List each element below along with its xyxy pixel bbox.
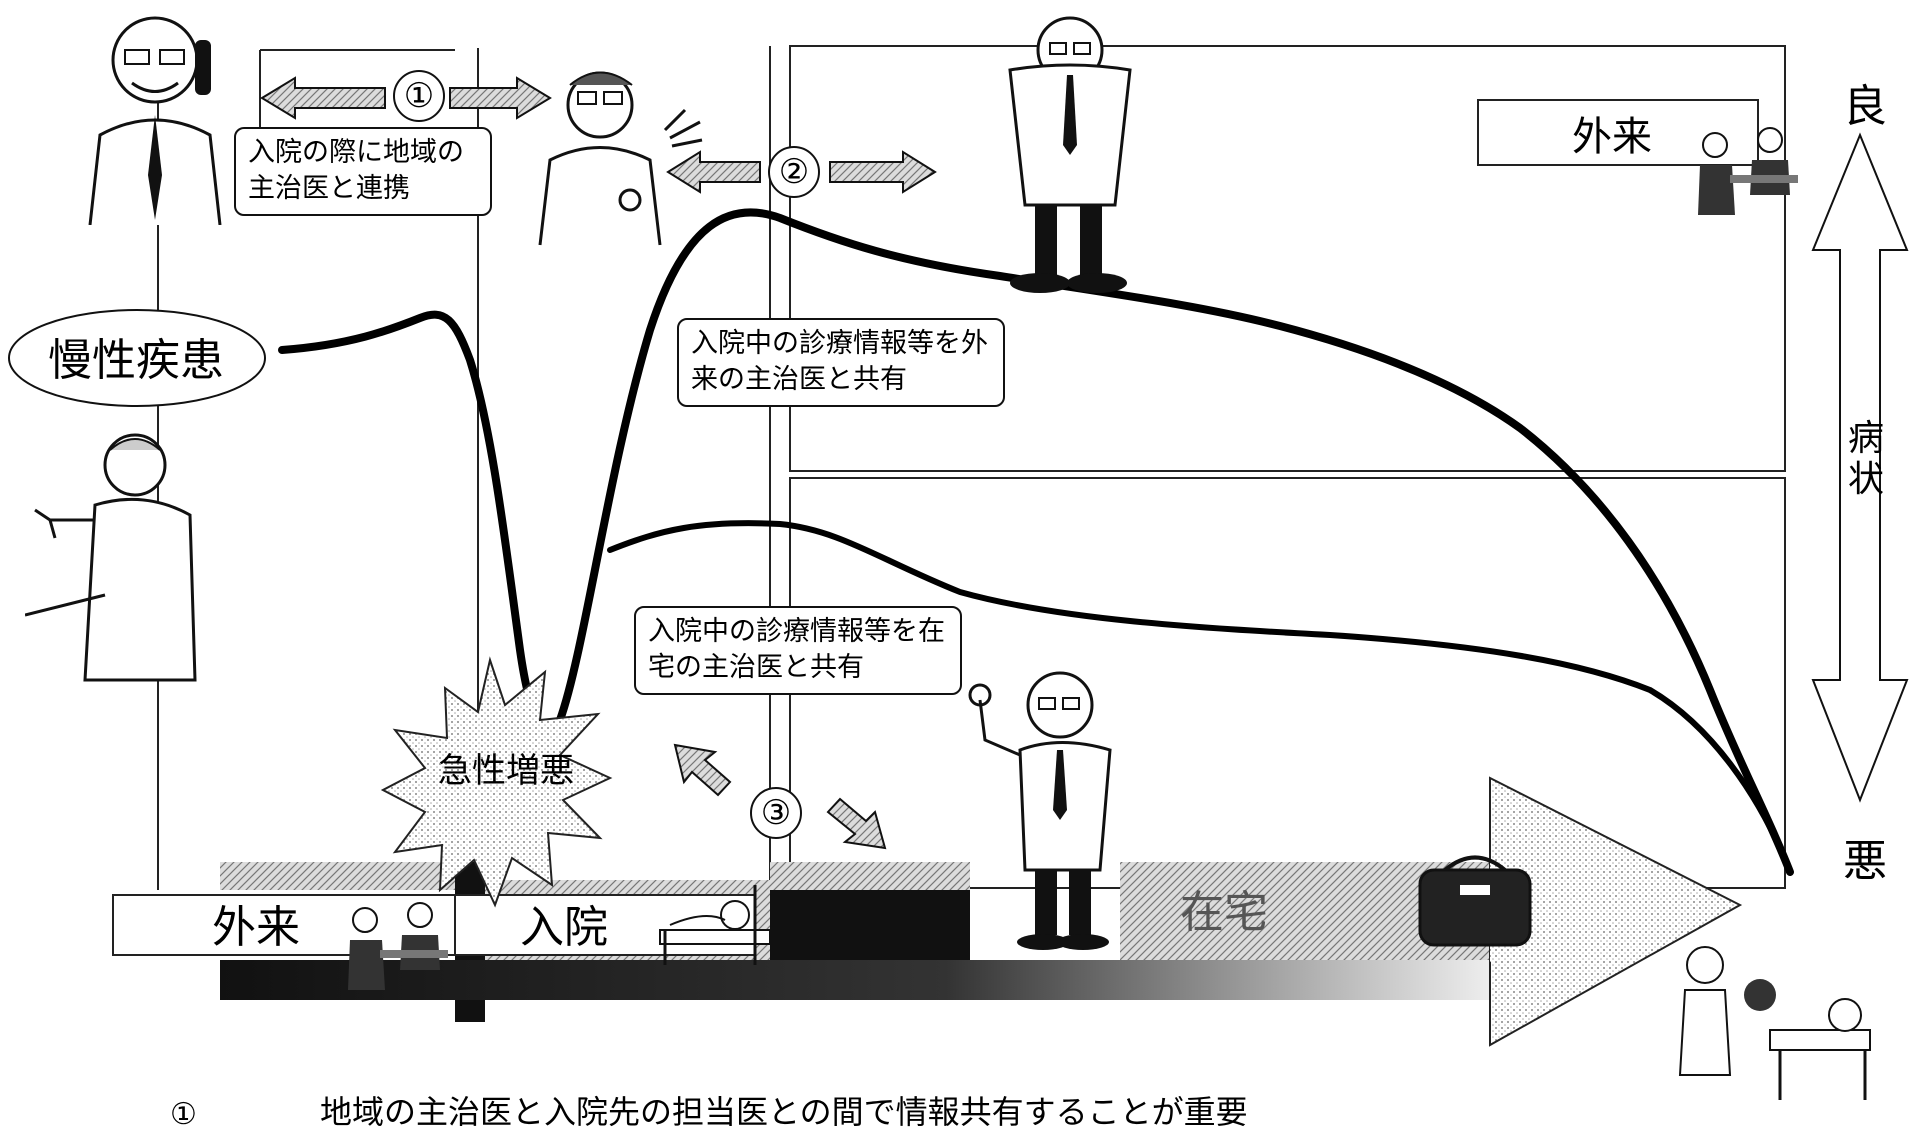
hospital-bed-patient-icon xyxy=(659,885,771,965)
chronic-ellipse xyxy=(8,309,266,407)
callout-one: 入院の際に地域の主治医と連携 xyxy=(234,127,492,216)
doctor-on-phone-icon xyxy=(88,16,222,225)
timeline-bar xyxy=(112,776,1743,1047)
outpatient-top-label: 外来 xyxy=(1572,114,1652,160)
chronic-disease-label: 慢性疾患 xyxy=(48,335,224,386)
step-one-badge: ① xyxy=(393,70,445,122)
hospital-doctor-on-phone-icon xyxy=(538,71,703,246)
callout-three: 入院中の診療情報等を在宅の主治医と共有 xyxy=(634,606,962,695)
medical-bag-icon xyxy=(1418,855,1532,947)
bottom-inpatient-label: 入院 xyxy=(520,902,608,953)
doctor-ok-gesture-icon xyxy=(968,671,1112,950)
home-care-course-curve xyxy=(607,520,1793,875)
exchange-arrows xyxy=(260,76,937,850)
callout-two: 入院中の診療情報等を外来の主治医と共有 xyxy=(677,318,1005,407)
bowing-doctor-icon xyxy=(1008,16,1132,293)
acute-exacerbation-label: 急性増悪 xyxy=(438,751,574,791)
scale-middle-label: 病状 xyxy=(1848,418,1885,501)
home-care-visit-icon xyxy=(1678,946,1871,1100)
acute-starburst-icon xyxy=(380,656,613,908)
outpatient-consultation-icon xyxy=(1698,127,1798,215)
step-three-badge: ③ xyxy=(750,787,802,839)
scale-bottom-label: 悪 xyxy=(1843,836,1887,887)
scale-top-label: 良 xyxy=(1843,81,1887,132)
outpatient-consultation-bottom-icon xyxy=(348,902,448,990)
bottom-home-label: 在宅 xyxy=(1180,887,1268,938)
footnote-text: 地域の主治医と入院先の担当医との間で情報共有することが重要 xyxy=(320,1093,1248,1131)
step-two-badge: ② xyxy=(768,146,820,198)
bottom-outpatient-label: 外来 xyxy=(212,902,300,953)
elderly-patient-icon xyxy=(25,433,197,682)
footnote-number: ① xyxy=(170,1097,197,1132)
outpatient-course-curve xyxy=(278,208,1794,876)
